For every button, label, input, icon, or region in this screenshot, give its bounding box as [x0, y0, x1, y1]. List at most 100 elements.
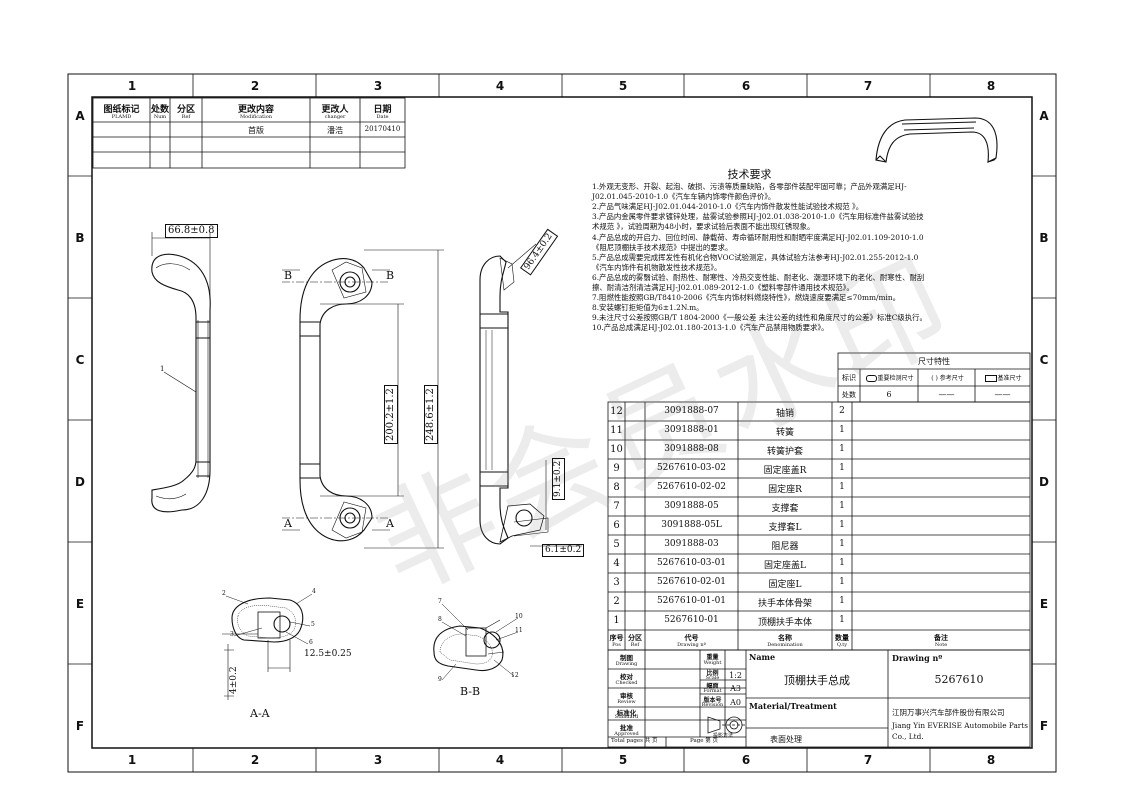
- tech-item: 3.产品内金属零件要求镀锌处理，盐雾试验参照HJ-J02.01.038-2010…: [592, 212, 924, 232]
- callout-10: 10: [515, 613, 523, 620]
- tb-projection-label: 投影方法: [712, 733, 733, 739]
- bom-header-note-en: Note: [934, 642, 948, 648]
- rev-header-changer: 更改人: [321, 105, 349, 115]
- char-count-value: 6: [886, 390, 892, 399]
- zone-col-3-bottom: 3: [373, 753, 383, 767]
- bom-drawing: 5267610-01: [664, 615, 719, 625]
- bom-header-qty-en: Q.ty: [836, 642, 848, 648]
- tb-format: A3: [730, 684, 741, 693]
- bom-qty: 2: [839, 406, 845, 416]
- bom-pos: 11: [610, 425, 623, 436]
- rev-header-date: 日期: [373, 105, 392, 115]
- bom-qty: 1: [839, 596, 845, 606]
- zone-row-a: A: [75, 109, 85, 123]
- char-legend-reference: ( ) 参考尺寸: [931, 375, 964, 382]
- char-dash-2: ——: [994, 390, 1011, 399]
- dim-inner: 200.2±1.2: [384, 385, 398, 444]
- tb-label-review: 审核: [620, 692, 633, 700]
- rounded-box-icon: [866, 375, 878, 382]
- tb-label-format-en: Format: [703, 688, 722, 694]
- bom-name: 支撑套: [771, 504, 799, 514]
- technical-requirements: 技术要求 1.外观无变形、开裂、起泡、破损、污渍等质量缺陷，各零部件装配牢固可靠…: [592, 169, 927, 334]
- bom-drawing: 3091888-08: [664, 444, 719, 454]
- zone-row-b-right: B: [1039, 231, 1049, 245]
- char-dash-1: ——: [938, 390, 955, 399]
- bom-row: 8 5267610-02-02 固定座R 1: [608, 478, 1030, 497]
- tech-item: 6.产品总成的雾翳试验、耐热性、耐寒性、冷热交变性能、耐老化、潮湿环境下的老化、…: [592, 272, 925, 293]
- tb-scale: 1:2: [729, 671, 742, 680]
- bom-name: 固定座盖L: [764, 561, 806, 571]
- rev-header-plamd: 图纸标记: [103, 105, 140, 115]
- tb-label-weight-en: Weight: [703, 660, 722, 666]
- bom-name: 扶手本体骨架: [757, 599, 812, 609]
- dim-aa-height: 4±0.2: [229, 666, 239, 694]
- zone-col-7-bottom: 7: [863, 753, 873, 767]
- bom-name: 固定座L: [768, 580, 802, 590]
- bom-pos: 3: [613, 577, 620, 588]
- bom-name: 固定座R: [768, 485, 802, 495]
- bom-drawing: 5267610-02-02: [656, 482, 727, 492]
- dim-aa-width: 12.5±0.25: [304, 649, 352, 659]
- tech-item: 4.产品总成的开启力、回位时间、静载荷、寿命循环耐用性和耐晒牢度满足HJ-J02…: [592, 232, 924, 252]
- bom-pos: 10: [610, 444, 623, 455]
- bom-header-note: 备注: [934, 633, 948, 642]
- callout-4: 4: [312, 588, 316, 595]
- tb-label-standard-en: Standard: [614, 714, 639, 720]
- rev-header-plamd-en: PLAMD: [111, 114, 132, 120]
- rev-header-modification: 更改内容: [237, 105, 274, 115]
- rev-header-date-en: Date: [376, 114, 389, 120]
- tb-label-scale-en: Scale: [705, 675, 720, 681]
- callout-7: 7: [438, 598, 442, 605]
- section-mark-b-right: B: [386, 269, 395, 282]
- tb-revision: A0: [730, 698, 741, 707]
- tb-company-cn: 江阴万事兴汽车部件股份有限公司: [892, 708, 1005, 717]
- rev-date: 20170410: [364, 125, 401, 133]
- tb-surface: 表面处理: [770, 735, 802, 744]
- bom-name: 转簧: [775, 428, 794, 438]
- bom-header-qty: 数量: [835, 633, 849, 642]
- rev-modification: 首版: [248, 126, 264, 135]
- zone-row-e: E: [75, 597, 85, 611]
- tb-label-approved-en: Approved: [614, 731, 639, 737]
- zone-row-d-right: D: [1039, 475, 1049, 489]
- rev-header-num: 处数: [150, 105, 169, 115]
- section-mark-b-left: B: [284, 269, 293, 282]
- zone-col-1-bottom: 1: [127, 753, 137, 767]
- rev-header-ref: 分区: [176, 105, 195, 115]
- bom-qty: 1: [839, 482, 845, 492]
- callout-12: 12: [511, 672, 519, 679]
- bom-header-name-en: Denomination: [767, 642, 803, 648]
- bom-pos: 8: [613, 482, 620, 493]
- bom-drawing: 3091888-05L: [661, 520, 722, 530]
- bom-drawing: 3091888-05: [664, 501, 719, 511]
- tb-drawing-no: 5267610: [934, 673, 984, 686]
- bom-header-pos-en: Pos: [612, 642, 621, 648]
- bom-header-ref-en: Ref: [630, 642, 640, 648]
- bom-name: 轴销: [775, 409, 794, 419]
- section-mark-a-right: A: [386, 517, 394, 530]
- zone-col-1: 1: [127, 79, 137, 93]
- zone-col-2-bottom: 2: [250, 753, 260, 767]
- bom-pos: 5: [613, 539, 620, 550]
- bom-pos: 4: [613, 558, 620, 569]
- bom-header-ref: 分区: [628, 633, 642, 642]
- tb-label-drawing-en: Drawing: [615, 661, 638, 667]
- char-mark-label: 标识: [842, 374, 856, 382]
- tb-label-revision-en: Revision: [701, 702, 724, 708]
- char-table-title: 尺寸特性: [918, 357, 950, 366]
- tb-label-review-en: Review: [617, 699, 636, 705]
- bom-drawing: 3091888-07: [664, 406, 719, 416]
- zone-col-2: 2: [250, 79, 260, 93]
- zone-row-e-right: E: [1039, 597, 1049, 611]
- zone-col-7: 7: [863, 79, 873, 93]
- tb-label-revision: 版本号: [703, 697, 722, 704]
- zone-col-6-bottom: 6: [741, 753, 751, 767]
- section-label-bb: B-B: [460, 685, 481, 698]
- zone-col-8-bottom: 8: [986, 753, 996, 767]
